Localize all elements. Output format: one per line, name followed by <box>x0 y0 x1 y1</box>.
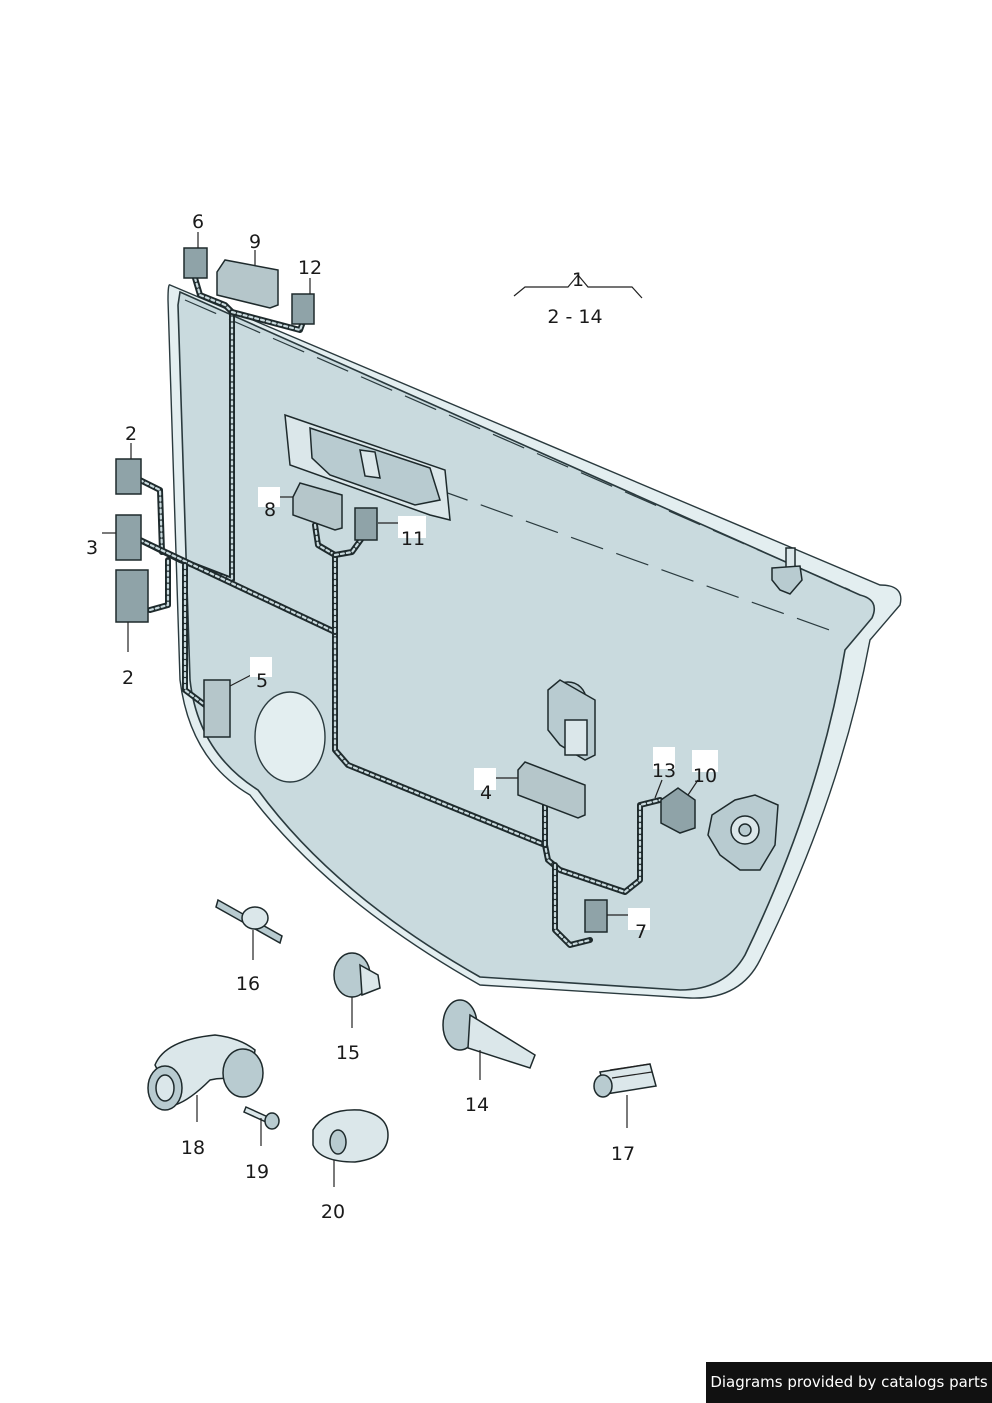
callouts: 1 2 - 14 6 9 12 2 3 2 8 11 5 4 13 10 7 1… <box>86 211 717 1223</box>
connectors <box>115 247 696 933</box>
connector-8 <box>292 482 343 531</box>
credit-banner: Diagrams provided by catalogs parts <box>706 1362 992 1403</box>
connector-11 <box>354 507 378 541</box>
callout-15: 15 <box>336 1042 360 1064</box>
callout-9: 9 <box>249 231 261 253</box>
callout-12: 12 <box>298 257 322 279</box>
callout-5: 5 <box>256 670 268 692</box>
wire-holder-icon <box>593 1063 657 1098</box>
label-boxes <box>250 487 718 930</box>
callout-1: 1 <box>572 269 584 291</box>
cap-icon <box>312 1109 389 1163</box>
door-lock-icon <box>707 794 779 871</box>
callout-1-range: 2 - 14 <box>547 306 602 328</box>
cable-clip-icon <box>215 898 283 945</box>
callout-20: 20 <box>321 1201 345 1223</box>
callout-18: 18 <box>181 1137 205 1159</box>
door-panel <box>167 284 902 999</box>
lock-knob-icon <box>771 547 803 595</box>
leader-lines <box>102 232 699 1187</box>
connector-6 <box>183 247 208 279</box>
callout-13: 13 <box>652 760 676 782</box>
callout-8: 8 <box>264 499 276 521</box>
callout-2-lower: 2 <box>122 667 134 689</box>
loose-parts <box>147 898 657 1163</box>
callout-14: 14 <box>465 1094 489 1116</box>
connector-7 <box>584 899 608 933</box>
connector-5 <box>203 679 231 738</box>
callout-16: 16 <box>236 973 260 995</box>
callout-10: 10 <box>693 765 717 787</box>
connector-2-upper <box>115 458 142 495</box>
connector-2-lower <box>115 569 149 623</box>
callout-3: 3 <box>86 537 98 559</box>
callout-2-upper: 2 <box>125 423 137 445</box>
connector-4 <box>517 761 586 819</box>
connector-12 <box>291 293 315 325</box>
wiring-harness <box>137 275 663 948</box>
grommet-icon <box>333 952 381 998</box>
speaker-opening <box>254 691 326 783</box>
elbow-tube-icon <box>147 1034 264 1111</box>
callout-4: 4 <box>480 782 492 804</box>
callout-11: 11 <box>401 528 425 550</box>
cone-grommet-icon <box>442 999 536 1069</box>
callout-6: 6 <box>192 211 204 233</box>
callout-17: 17 <box>611 1143 635 1165</box>
connector-10 <box>660 787 696 834</box>
connector-3 <box>115 514 142 561</box>
callout-7: 7 <box>635 921 647 943</box>
window-motor-icon <box>547 679 596 761</box>
callout-19: 19 <box>245 1161 269 1183</box>
connector-9 <box>216 259 279 309</box>
screw-icon <box>243 1105 280 1130</box>
